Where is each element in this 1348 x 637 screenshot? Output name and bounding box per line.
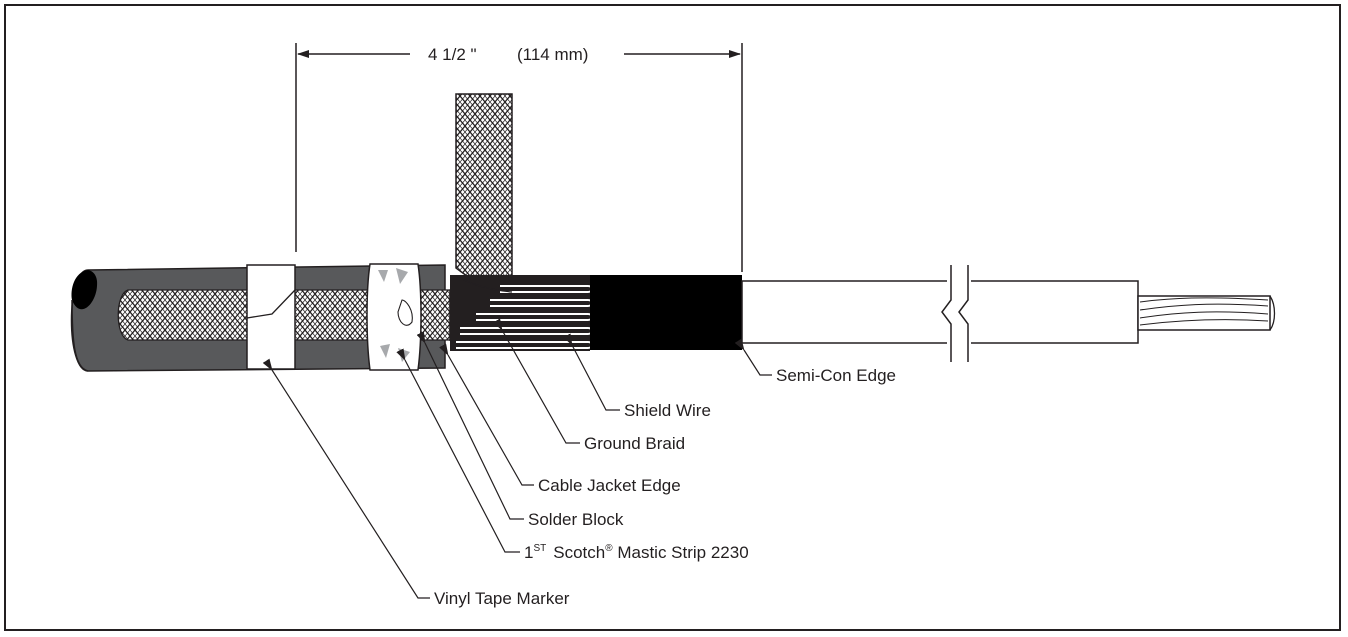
leader-shield-wire [563,333,620,411]
mastic-superscript: ST [533,543,546,554]
cable-insulation [741,265,1139,362]
label-vinyl-tape-marker: Vinyl Tape Marker [434,589,570,608]
label-ground-braid: Ground Braid [584,434,685,453]
dimension-value: 4 1/2 " [428,45,477,64]
label-solder-block: Solder Block [528,510,624,529]
shield-wires [450,275,593,351]
leader-lines [262,318,772,599]
leader-cable-jacket-edge [439,343,534,486]
mastic-strip [366,263,422,371]
label-mastic-strip: 1ST Scotch® Mastic Strip 2230 [524,543,749,562]
diagram-frame [4,4,1341,631]
label-semi-con-edge: Semi-Con Edge [776,366,896,385]
dimension-indicator: 4 1/2 " (114 mm) [295,43,743,272]
cable-conductor [1137,295,1276,331]
mastic-brand: Scotch [553,543,605,562]
label-cable-jacket-edge: Cable Jacket Edge [538,476,681,495]
mastic-rest: Mastic Strip 2230 [613,543,749,562]
semi-con-layer [590,275,742,350]
leader-vinyl-tape-marker [262,358,430,599]
mastic-registered-mark: ® [605,543,613,554]
vinyl-tape-marker [246,264,296,370]
dimension-metric: (114 mm) [517,45,588,64]
leader-mastic-strip [396,348,520,553]
leader-ground-braid [493,318,580,444]
leader-semi-con-edge [734,338,772,376]
mastic-prefix: 1 [524,543,533,562]
leader-solder-block [416,331,524,520]
label-shield-wire: Shield Wire [624,401,711,420]
